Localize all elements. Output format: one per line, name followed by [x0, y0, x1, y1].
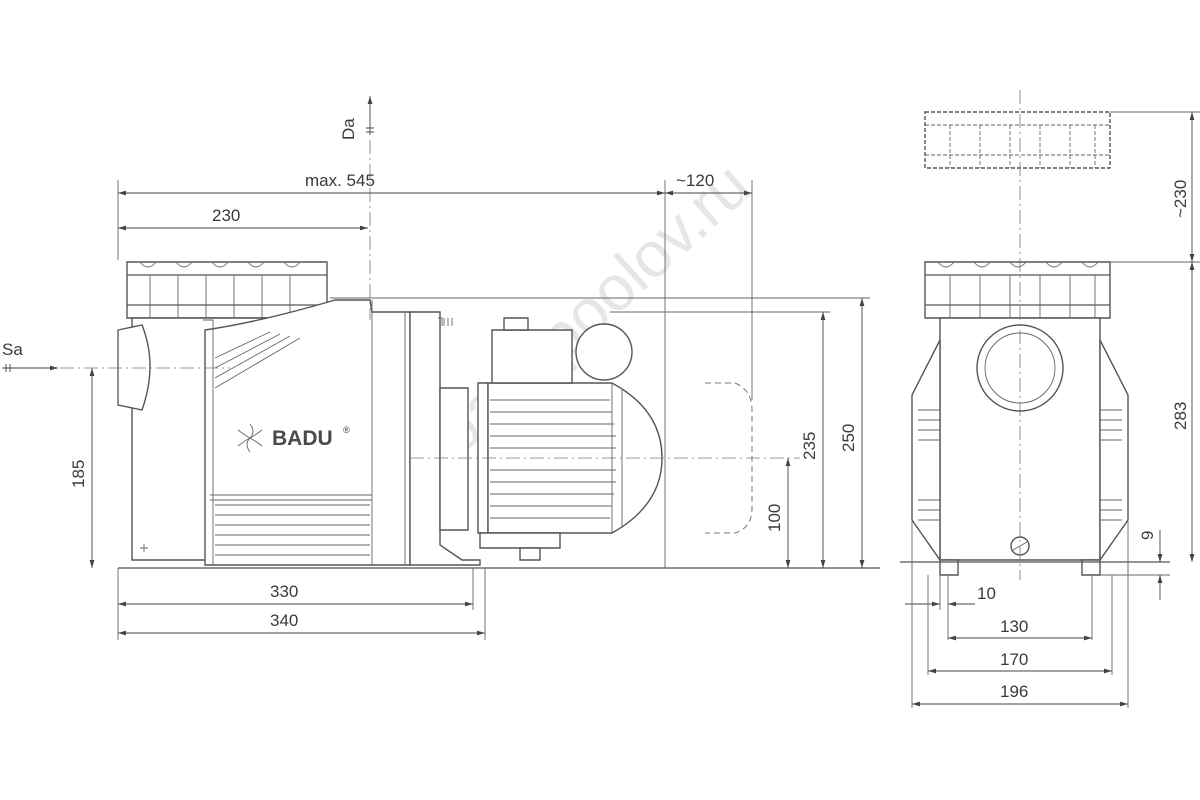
end-view: ~230 283 9 10 130 170 [900, 90, 1200, 708]
end-lid [924, 261, 1111, 319]
suction-label: Sa [2, 340, 23, 359]
svg-text:235: 235 [800, 432, 819, 460]
brand-name: BADU [272, 427, 333, 450]
svg-text:max. 545: max. 545 [305, 171, 375, 190]
motor [477, 317, 663, 561]
pump-housing [203, 299, 411, 566]
dim-motor-clearance: ~120 [665, 171, 753, 400]
dim-lid-clearance: ~230 [1110, 111, 1200, 263]
dim-shaft-height: 100 [765, 458, 791, 568]
svg-text:100: 100 [765, 504, 784, 532]
svg-text:~230: ~230 [1171, 180, 1190, 218]
dim-side-height: 283 [1171, 262, 1195, 562]
discharge-label: Da [339, 118, 358, 140]
svg-text:330: 330 [270, 582, 298, 601]
dim-strainer-width: 230 [118, 206, 368, 231]
suction-direction-arrow: Sa [2, 340, 58, 372]
dim-total-width: 196 [911, 520, 1129, 708]
inlet-connection [117, 324, 151, 411]
dim-foot-span-130: 130 [948, 575, 1093, 641]
brand-mark: ® [343, 425, 350, 435]
svg-text:250: 250 [839, 424, 858, 452]
end-lid-raised [924, 111, 1111, 169]
dim-total-height: 250 [330, 297, 870, 568]
svg-text:196: 196 [1000, 682, 1028, 701]
dim-base-330: 330 [117, 568, 474, 640]
dim-overall-length: max. 545 [117, 171, 666, 568]
svg-text:~120: ~120 [676, 171, 714, 190]
motor-bracket [409, 311, 481, 566]
svg-text:230: 230 [212, 206, 240, 225]
side-view: BADU ® [2, 96, 880, 640]
badu-logo: BADU ® [237, 423, 350, 453]
dim-inlet-height: 185 [69, 368, 95, 568]
svg-text:340: 340 [270, 611, 298, 630]
svg-text:283: 283 [1171, 402, 1190, 430]
svg-text:170: 170 [1000, 650, 1028, 669]
svg-text:130: 130 [1000, 617, 1028, 636]
dim-base-340: 340 [118, 568, 486, 640]
motor-flange [439, 387, 469, 531]
svg-text:10: 10 [977, 584, 996, 603]
discharge-direction-arrow: Da [339, 96, 374, 140]
svg-text:185: 185 [69, 460, 88, 488]
strainer-lid [126, 261, 328, 319]
dim-motor-height: 235 [610, 311, 830, 568]
dim-foot-width: 10 [905, 575, 996, 640]
svg-text:9: 9 [1138, 531, 1157, 540]
dim-foot-span-170: 170 [927, 575, 1113, 675]
motor-extension-outline [705, 382, 753, 534]
